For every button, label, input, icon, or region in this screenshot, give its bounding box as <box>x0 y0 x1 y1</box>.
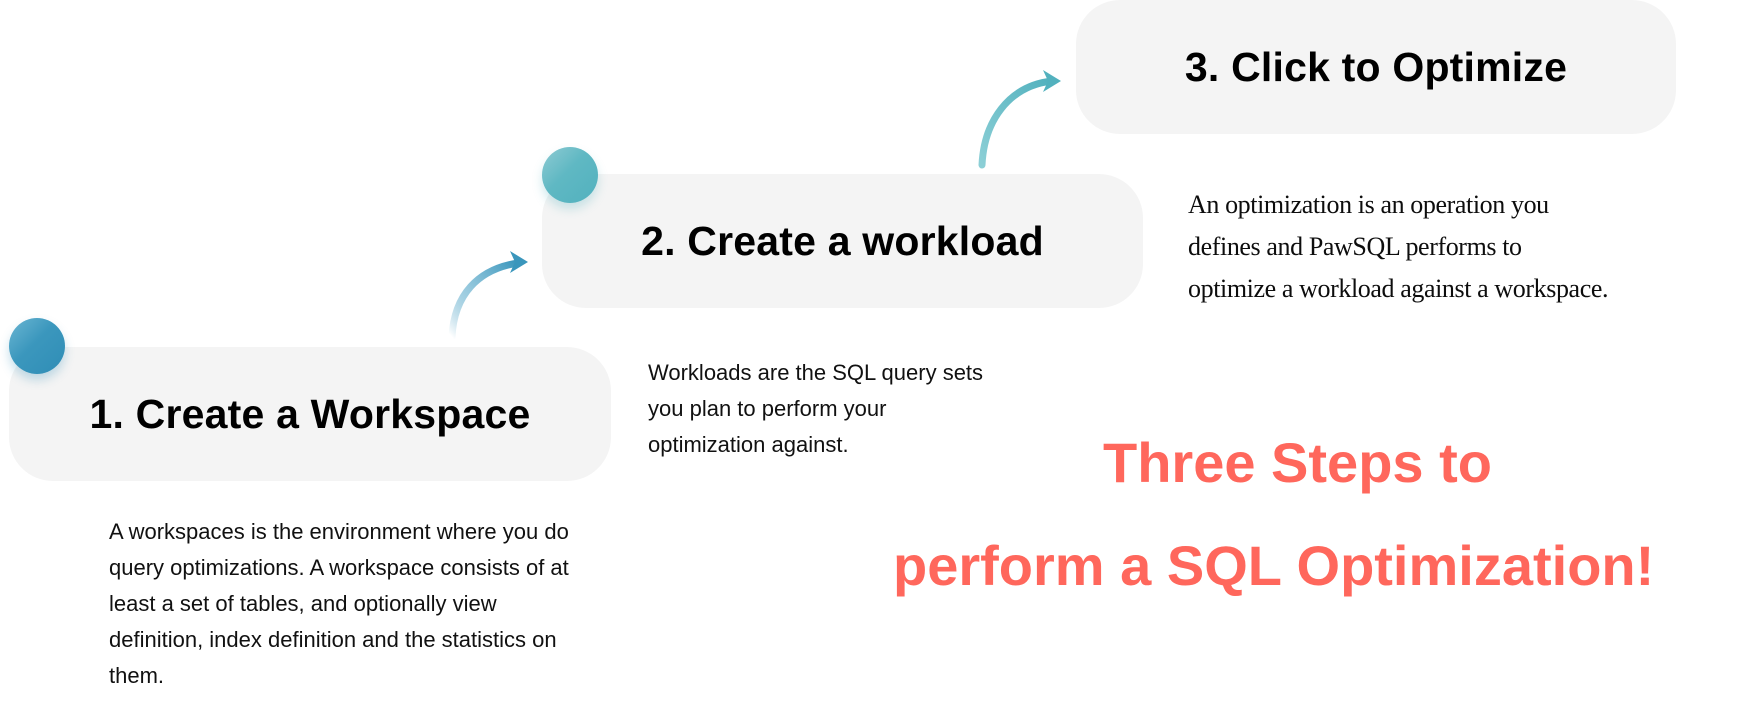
step-3-box: 3. Click to Optimize <box>1076 0 1676 134</box>
description-line: optimize a workload against a workspace. <box>1188 274 1609 303</box>
curved-arrow-icon <box>978 70 1061 169</box>
description-line: An optimization is an operation you <box>1188 190 1549 219</box>
step-1-title: 1. Create a Workspace <box>89 390 531 437</box>
step-1-box: 1. Create a Workspace <box>9 347 611 481</box>
arrow-shaft <box>978 77 1056 169</box>
arrow-head <box>510 251 528 273</box>
description-line: them. <box>109 663 165 688</box>
step-2-description: Workloads are the SQL query sets you pla… <box>648 355 983 463</box>
description-line: A workspaces is the environment where yo… <box>109 519 569 544</box>
headline-line-1: Three Steps to <box>1103 431 1492 494</box>
step-1-marker-dot <box>9 318 65 374</box>
step-2-box: 2. Create a workload <box>542 174 1143 308</box>
step-3-title: 3. Click to Optimize <box>1184 43 1568 90</box>
description-line: Workloads are the SQL query sets <box>648 360 984 385</box>
description-line: query optimizations. A workspace consist… <box>109 555 569 580</box>
step-2-title: 2. Create a workload <box>641 217 1044 264</box>
description-line: definition, index definition and the sta… <box>109 627 557 652</box>
headline-line-2: perform a SQL Optimization! <box>893 534 1655 597</box>
curved-arrow-icon <box>448 251 528 341</box>
description-line: you plan to perform your <box>648 396 887 421</box>
arrow-head <box>1043 70 1061 92</box>
step-2-marker-dot <box>542 147 598 203</box>
step-3-description: An optimization is an operation you defi… <box>1188 184 1608 310</box>
description-line: defines and PawSQL performs to <box>1188 232 1522 261</box>
arrow-shaft <box>448 259 522 341</box>
step-1-description: A workspaces is the environment where yo… <box>109 514 569 694</box>
description-line: optimization against. <box>648 432 849 457</box>
description-line: least a set of tables, and optionally vi… <box>109 591 497 616</box>
